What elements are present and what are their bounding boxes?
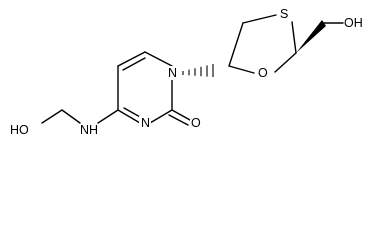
bond-nh-ch2 [61, 109, 81, 124]
bond-o-c5 [228, 65, 255, 74]
atom-labels: N N O NH HO S O OH [10, 7, 363, 137]
hashed-stereo-bond [182, 64, 214, 77]
atom-oh-right: OH [344, 16, 363, 30]
double-bond-c5-c6-inner [122, 57, 146, 71]
hydroxymethyl-group [296, 20, 344, 53]
bond-s-c2 [291, 21, 297, 54]
bond-c5-ch2 [228, 22, 244, 67]
chemical-structure-diagram: N N O NH HO S O OH [10, 7, 363, 137]
atom-n3: N [141, 116, 150, 130]
bond-c2-o-2 [168, 114, 189, 126]
atom-ho-left: HO [10, 123, 29, 137]
atom-carbonyl-o: O [191, 116, 201, 130]
atom-s-ring: S [280, 7, 288, 21]
bond-c2-o [274, 52, 297, 73]
bond-c6-n1 [144, 51, 173, 67]
bond-c2-n3 [149, 109, 173, 124]
carbonyl-group [168, 109, 191, 126]
atom-n1: N [168, 66, 177, 80]
bond-c5-c6 [117, 51, 146, 67]
bond-c4-nh [97, 109, 119, 124]
pyrimidinone-ring [117, 51, 173, 124]
oxathiolane-ring [182, 14, 297, 77]
atom-o-ring: O [258, 66, 268, 80]
hydroxymethylamino-group [41, 109, 119, 124]
bond-ch2-s [242, 14, 277, 24]
bond-c2-o-1 [171, 109, 191, 121]
bond-ch2-oh [41, 109, 63, 124]
atom-nh: NH [80, 123, 98, 137]
bold-stereo-wedge [296, 20, 326, 53]
bond-n3-c4 [117, 109, 141, 124]
